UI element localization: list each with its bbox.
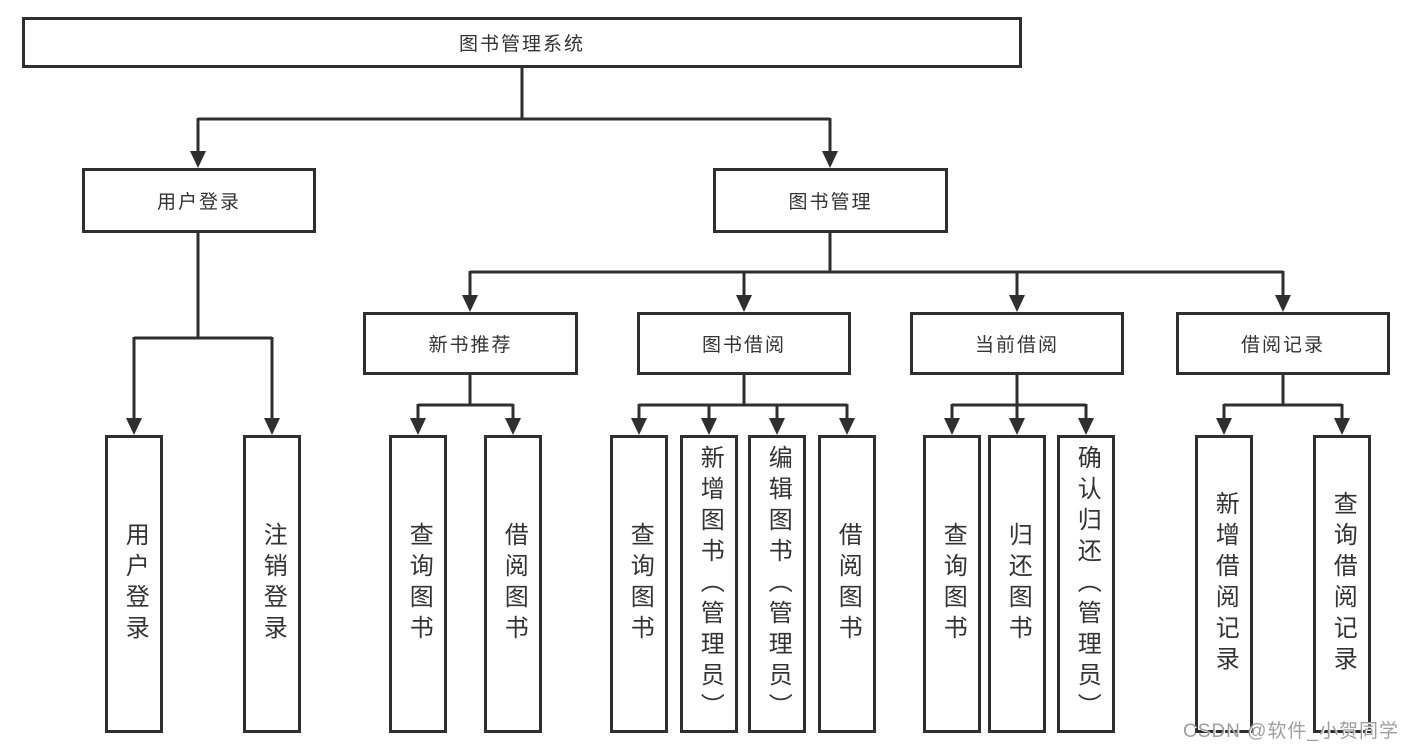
node-current-borrowing-label: 当前借阅: [974, 335, 1059, 356]
node-library-system-label: 图书管理系统: [458, 34, 585, 55]
leaf-nb-query-books-label: 查询图书: [405, 522, 433, 646]
leaf-user-login: 用户登录: [105, 435, 163, 733]
leaf-logout-login-label: 注销登录: [259, 522, 287, 646]
node-user-login: 用户登录: [82, 168, 316, 233]
leaf-cb-confirm-return-admin-label: 确认归还（管理员）: [1073, 444, 1101, 724]
leaf-bb-query-books: 查询图书: [610, 435, 668, 733]
node-borrowing-records-label: 借阅记录: [1240, 335, 1325, 356]
leaf-cb-query-books-label: 查询图书: [939, 522, 967, 646]
node-current-borrowing: 当前借阅: [910, 312, 1124, 375]
leaf-bb-edit-books-admin: 编辑图书（管理员）: [748, 435, 806, 733]
leaf-cb-return-books: 归还图书: [988, 435, 1046, 733]
leaf-cb-query-books: 查询图书: [923, 435, 981, 733]
leaf-logout-login: 注销登录: [243, 435, 301, 733]
node-borrowing-records: 借阅记录: [1176, 312, 1390, 375]
leaf-bb-borrow-books: 借阅图书: [818, 435, 876, 733]
leaf-bb-edit-books-admin-label: 编辑图书（管理员）: [764, 444, 792, 724]
leaf-br-query-record-label: 查询借阅记录: [1329, 491, 1357, 677]
node-user-login-label: 用户登录: [156, 192, 241, 213]
leaf-bb-add-books-admin: 新增图书（管理员）: [680, 435, 738, 733]
watermark: CSDN @软件_小贺同学: [1183, 721, 1399, 742]
leaf-nb-query-books: 查询图书: [389, 435, 447, 733]
node-book-borrowing-label: 图书借阅: [701, 335, 786, 356]
node-library-system: 图书管理系统: [22, 17, 1022, 68]
leaf-bb-query-books-label: 查询图书: [626, 522, 654, 646]
leaf-nb-borrow-books: 借阅图书: [484, 435, 542, 733]
leaf-cb-return-books-label: 归还图书: [1004, 522, 1032, 646]
leaf-user-login-label: 用户登录: [121, 522, 149, 646]
node-new-book-recommendation: 新书推荐: [363, 312, 578, 375]
leaf-cb-confirm-return-admin: 确认归还（管理员）: [1057, 435, 1115, 733]
leaf-br-add-record-label: 新增借阅记录: [1211, 491, 1239, 677]
leaf-bb-add-books-admin-label: 新增图书（管理员）: [696, 444, 724, 724]
leaf-bb-borrow-books-label: 借阅图书: [834, 522, 862, 646]
node-book-management-label: 图书管理: [788, 192, 873, 213]
leaf-br-query-record: 查询借阅记录: [1313, 435, 1371, 733]
node-book-borrowing: 图书借阅: [637, 312, 851, 375]
leaf-br-add-record: 新增借阅记录: [1195, 435, 1253, 733]
leaf-nb-borrow-books-label: 借阅图书: [500, 522, 528, 646]
node-book-management: 图书管理: [713, 168, 948, 233]
node-new-book-recommendation-label: 新书推荐: [428, 335, 513, 356]
